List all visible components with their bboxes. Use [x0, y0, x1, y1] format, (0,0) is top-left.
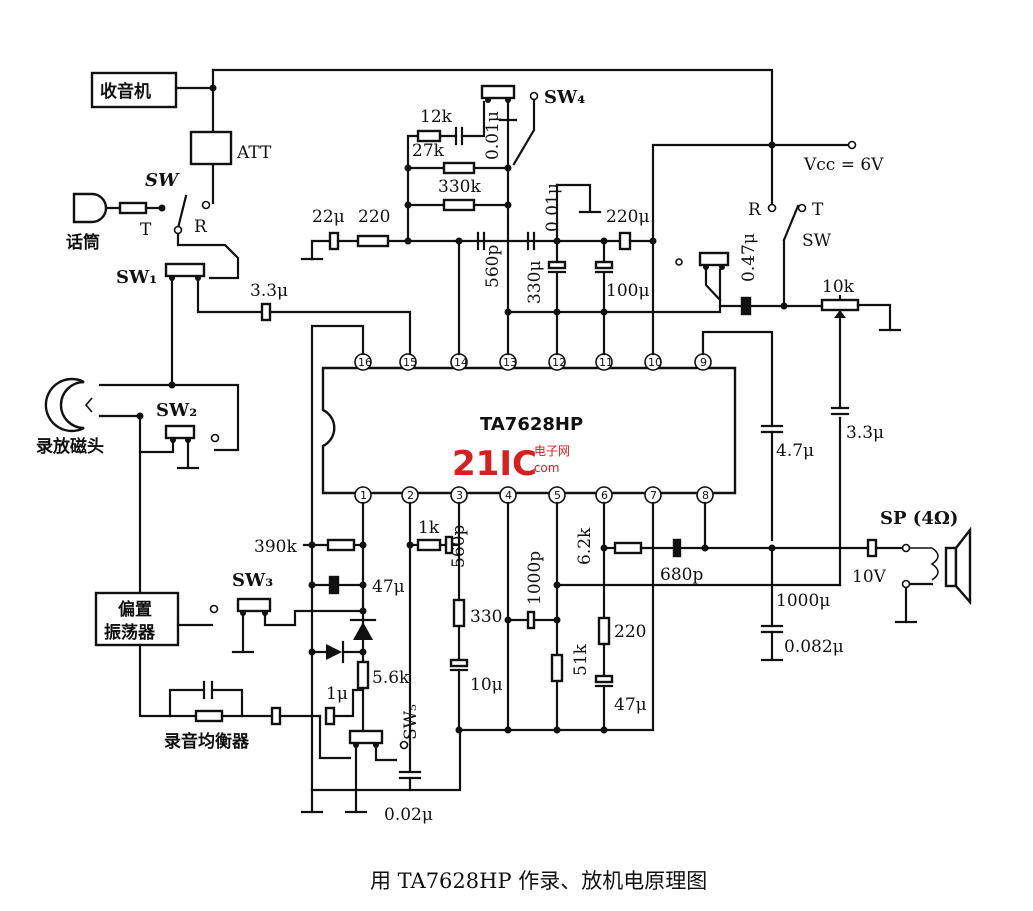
speaker-label: SP (4Ω): [880, 508, 958, 529]
diode-2: [326, 640, 345, 664]
pin-label-6: 6: [601, 489, 608, 502]
c-100u: 100μ: [606, 281, 650, 301]
pin-label-4: 4: [505, 489, 512, 502]
c-0u01-a: 0.01μ: [483, 111, 503, 160]
c-680p: 680p: [660, 565, 703, 585]
equalizer-network: 录音均衡器: [164, 680, 272, 752]
pin-label-1: 1: [360, 489, 367, 502]
r-330k: 330k: [438, 177, 481, 197]
pin-label-9: 9: [700, 356, 707, 369]
pin-label-11: 11: [599, 356, 613, 369]
pin-label-5: 5: [554, 489, 561, 502]
mic-switch-r: R: [194, 217, 208, 237]
watermark-brand: 21IC: [452, 444, 537, 484]
pin-label-14: 14: [454, 356, 468, 369]
pin-label-7: 7: [650, 489, 657, 502]
pot-10k: 10k: [822, 277, 855, 297]
head-label: 录放磁头: [36, 436, 104, 457]
sw3-switch: SW₃: [232, 570, 273, 616]
sw1-label: SW₁: [116, 267, 157, 288]
r-6k2: 6.2k: [575, 527, 595, 565]
bias-osc-label-2: 振荡器: [104, 622, 156, 643]
c-0u47: 0.47μ: [739, 233, 759, 282]
mic-resistor: [118, 201, 148, 215]
c-0u02: 0.02μ: [384, 805, 433, 825]
r-390k: 390k: [254, 537, 297, 557]
equalizer-label: 录音均衡器: [164, 731, 250, 752]
att-label: ATT: [236, 143, 272, 163]
r-330: 330: [470, 607, 502, 627]
ic-name: TA7628HP: [480, 414, 583, 435]
radio-label: 收音机: [100, 81, 151, 102]
c-1u: 1μ: [326, 684, 348, 704]
c-1000p: 1000p: [525, 551, 545, 605]
c-0u01-b: 0.01μ: [543, 183, 563, 232]
sw4-label: SW₄: [544, 87, 585, 108]
mic-label: 话筒: [66, 232, 100, 253]
right-switch-r: R: [748, 200, 762, 220]
bias-osc-label-1: 偏置: [118, 599, 152, 620]
r-5k6: 5.6k: [372, 668, 410, 688]
speaker-icon: [909, 526, 972, 606]
c-47u-a: 47μ: [372, 577, 405, 597]
r-51k: 51k: [571, 643, 591, 676]
pin-label-12: 12: [552, 356, 566, 369]
pin-label-2: 2: [407, 489, 414, 502]
pin-label-8: 8: [702, 489, 709, 502]
mic-switch: SW R: [145, 170, 211, 237]
ic-top-pins: 16 15 14 13 12 11 10 9: [354, 353, 712, 371]
mic-switch-label: SW: [145, 170, 180, 191]
c-47u-b: 47μ: [614, 695, 647, 715]
right-switch: R T SW: [748, 200, 832, 308]
c-560p-a: 560p: [483, 245, 503, 288]
c-1000u: 1000μ: [776, 591, 830, 611]
sw2-label: SW₂: [156, 400, 197, 421]
watermark-sub: 电子网: [534, 444, 570, 458]
small-switch-output: [675, 251, 730, 270]
watermark: 21IC 电子网 .com: [452, 444, 570, 484]
pin-label-15: 15: [403, 356, 417, 369]
diode-1: [349, 618, 377, 640]
c-3u3-a: 3.3μ: [250, 281, 288, 301]
v-10v: 10V: [852, 567, 887, 587]
c-3u3-b: 3.3μ: [846, 423, 884, 443]
radio-block: 收音机: [90, 71, 178, 109]
pin-label-13: 13: [503, 356, 517, 369]
r-27k: 27k: [412, 141, 445, 161]
c-0u082: 0.082μ: [784, 637, 844, 657]
microphone-icon: [72, 192, 108, 224]
c-330u: 330μ: [525, 261, 545, 305]
c-4u7: 4.7μ: [776, 441, 814, 461]
sw1-switch: SW₁: [116, 262, 206, 288]
pin-label-16: 16: [358, 356, 372, 369]
diagram-caption: 用 TA7628HP 作录、放机电原理图: [370, 869, 707, 893]
pin-label-3: 3: [456, 489, 463, 502]
pin-label-10: 10: [648, 356, 662, 369]
att-block: ATT: [189, 130, 272, 166]
pin-15: [399, 353, 417, 371]
ic-ta7628hp: TA7628HP: [321, 366, 737, 495]
ic-bottom-pins: 1 2 3 4 5 6 7 8: [354, 486, 714, 504]
mic-switch-t: T: [140, 220, 152, 240]
c-10u: 10μ: [470, 675, 503, 695]
sw3-label: SW₃: [232, 570, 273, 591]
c-220u: 220μ: [606, 207, 650, 227]
sw2-switch: SW₂: [156, 400, 220, 443]
tape-head-icon: [44, 377, 93, 433]
right-switch-label: SW: [802, 231, 832, 251]
vcc-label: Vcc = 6V: [803, 155, 884, 175]
c-22u: 22μ: [312, 207, 345, 227]
watermark-domain: .com: [530, 461, 559, 475]
r-12k: 12k: [420, 107, 453, 127]
right-switch-t: T: [812, 200, 824, 220]
r-220-a: 220: [358, 207, 390, 227]
r-1k: 1k: [418, 518, 440, 538]
r-220-b: 220: [614, 622, 646, 642]
bias-oscillator-block: 偏置 振荡器: [94, 591, 180, 647]
